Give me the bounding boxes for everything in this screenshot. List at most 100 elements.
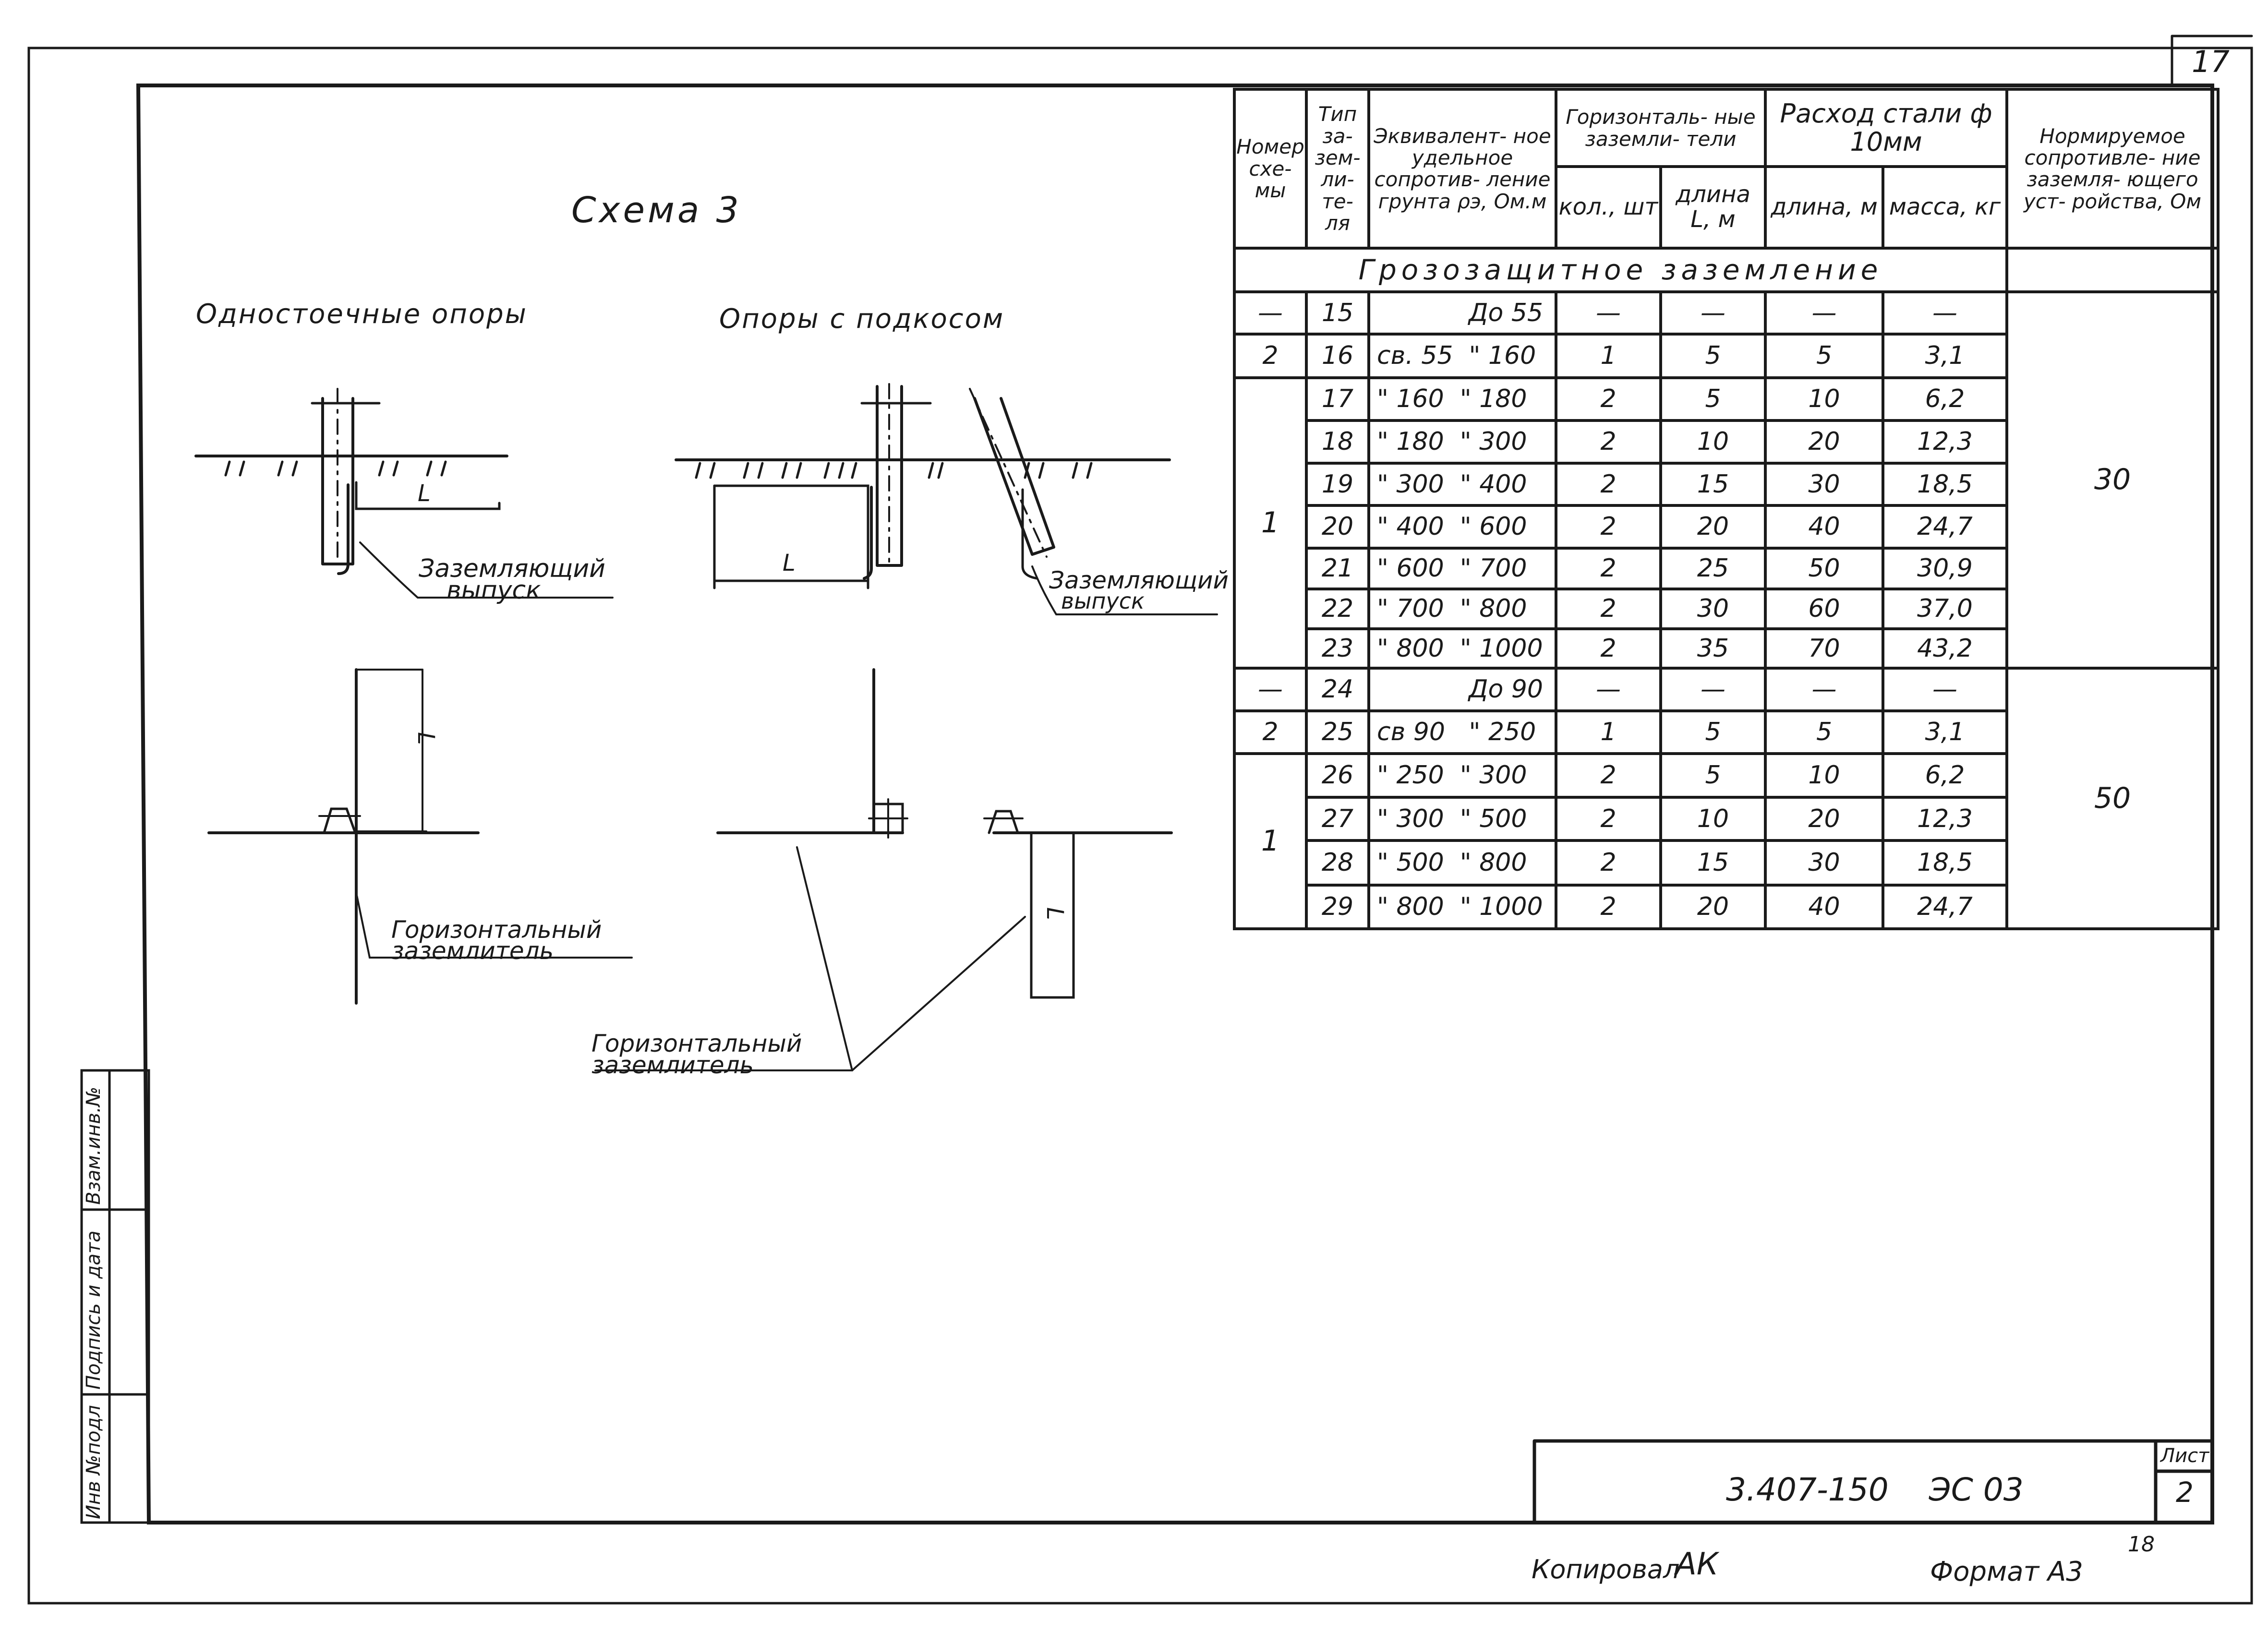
range-cell: " 800 " 1000 bbox=[1367, 884, 1557, 930]
range-cell: " 800 " 1000 bbox=[1367, 627, 1557, 670]
length-cell: 5 bbox=[1659, 333, 1767, 380]
range-cell: До 55 bbox=[1367, 290, 1557, 336]
stamp-vzam: Взам.инв.№ bbox=[83, 1086, 105, 1205]
steel-mass-cell: 30,9 bbox=[1882, 547, 2008, 590]
qty-cell: 2 bbox=[1555, 839, 1662, 887]
header-length: длина L, м bbox=[1659, 165, 1767, 250]
length-cell: 25 bbox=[1659, 547, 1767, 590]
right-dim-label: L bbox=[783, 550, 796, 576]
qty-cell: — bbox=[1555, 667, 1662, 712]
qty-cell: 2 bbox=[1555, 752, 1662, 799]
left-dim-label: L bbox=[418, 480, 431, 507]
range-cell: св 90 " 250 bbox=[1367, 709, 1557, 755]
steel-length-cell: 20 bbox=[1764, 795, 1884, 842]
steel-length-cell: 40 bbox=[1764, 504, 1884, 550]
steel-mass-cell: — bbox=[1882, 667, 2008, 712]
steel-mass-cell: 37,0 bbox=[1882, 587, 2008, 630]
right-drawing-title: Опоры с подкосом bbox=[719, 303, 1005, 335]
page-number: 17 bbox=[2192, 44, 2230, 79]
section-title: Грозозащитное заземление bbox=[1233, 246, 2008, 293]
qty-cell: 2 bbox=[1555, 419, 1662, 465]
length-cell: — bbox=[1659, 290, 1767, 336]
steel-length-cell: 10 bbox=[1764, 376, 1884, 422]
header-steel-length: длина, м bbox=[1764, 165, 1884, 250]
steel-mass-cell: 12,3 bbox=[1882, 419, 2008, 465]
qty-cell: 2 bbox=[1555, 884, 1662, 930]
steel-length-cell: 70 bbox=[1764, 627, 1884, 670]
grounding-spec-table: Номер схе- мы Тип за- зем- ли- те- ля Эк… bbox=[1233, 87, 2220, 931]
header-steel-mass: масса, кг bbox=[1882, 165, 2008, 250]
left-plan-dim-label: L bbox=[412, 732, 439, 745]
type-cell: 22 bbox=[1305, 587, 1370, 630]
inner-frame bbox=[136, 84, 2214, 1524]
right-ground-label-line2: выпуск bbox=[1061, 588, 1145, 614]
qty-cell: 2 bbox=[1555, 587, 1662, 630]
scheme-cell: 2 bbox=[1233, 709, 1308, 755]
steel-mass-cell: 6,2 bbox=[1882, 376, 2008, 422]
steel-length-cell: 5 bbox=[1764, 709, 1884, 755]
scheme-cell: — bbox=[1233, 290, 1308, 336]
scheme-cell: 1 bbox=[1233, 376, 1308, 670]
range-cell: " 160 " 180 bbox=[1367, 376, 1557, 422]
steel-mass-cell: 18,5 bbox=[1882, 461, 2008, 507]
steel-mass-cell: 12,3 bbox=[1882, 795, 2008, 842]
sheet-number: 2 bbox=[2176, 1476, 2194, 1509]
right-plan bbox=[594, 668, 1173, 1071]
qty-cell: 1 bbox=[1555, 709, 1662, 755]
steel-length-cell: 10 bbox=[1764, 752, 1884, 799]
norm-resistance-cell: 30 bbox=[2005, 290, 2220, 670]
title-block-frame bbox=[1532, 1439, 2214, 1524]
length-cell: 10 bbox=[1659, 795, 1767, 842]
left-drawing-title: Одностоечные опоры bbox=[196, 299, 528, 330]
steel-mass-cell: 18,5 bbox=[1882, 839, 2008, 887]
type-cell: 19 bbox=[1305, 461, 1370, 507]
steel-mass-cell: 6,2 bbox=[1882, 752, 2008, 799]
type-cell: 28 bbox=[1305, 839, 1370, 887]
steel-length-cell: 20 bbox=[1764, 419, 1884, 465]
paper-format: Формат А3 bbox=[1930, 1556, 2083, 1587]
length-cell: 5 bbox=[1659, 709, 1767, 755]
qty-cell: 2 bbox=[1555, 795, 1662, 842]
qty-cell: — bbox=[1555, 290, 1662, 336]
qty-cell: 1 bbox=[1555, 333, 1662, 380]
page-number-box bbox=[2171, 35, 2253, 87]
type-cell: 29 bbox=[1305, 884, 1370, 930]
right-horiz-label-line1: Горизонтальный bbox=[591, 1030, 802, 1057]
range-cell: " 500 " 800 bbox=[1367, 839, 1557, 887]
type-cell: 25 bbox=[1305, 709, 1370, 755]
steel-length-cell: 60 bbox=[1764, 587, 1884, 630]
left-ground-label-line2: выпуск bbox=[446, 576, 541, 605]
outer-frame bbox=[27, 47, 2253, 1605]
length-cell: 30 bbox=[1659, 587, 1767, 630]
header-resistivity: Эквивалент- ное удельное сопротив- ление… bbox=[1367, 88, 1557, 250]
left-plan bbox=[207, 668, 633, 1005]
document-code: 3.407-150 ЭС 03 bbox=[1726, 1471, 2024, 1508]
right-horiz-label-line2: заземлитель bbox=[591, 1051, 754, 1079]
type-cell: 26 bbox=[1305, 752, 1370, 799]
page-small-number: 18 bbox=[2128, 1532, 2155, 1557]
steel-length-cell: 40 bbox=[1764, 884, 1884, 930]
qty-cell: 2 bbox=[1555, 547, 1662, 590]
steel-mass-cell: 3,1 bbox=[1882, 333, 2008, 380]
type-cell: 16 bbox=[1305, 333, 1370, 380]
header-scheme-no: Номер схе- мы bbox=[1233, 88, 1308, 250]
range-cell: До 90 bbox=[1367, 667, 1557, 712]
steel-length-cell: — bbox=[1764, 667, 1884, 712]
section-empty bbox=[2005, 246, 2220, 293]
steel-length-cell: — bbox=[1764, 290, 1884, 336]
steel-length-cell: 30 bbox=[1764, 461, 1884, 507]
steel-mass-cell: 24,7 bbox=[1882, 504, 2008, 550]
stamp-podpis: Подпись и дата bbox=[83, 1230, 105, 1390]
header-horizontal: Горизонталь- ные заземли- тели bbox=[1555, 87, 1767, 168]
copied-by-label: Копировал bbox=[1532, 1554, 1680, 1584]
left-horiz-label-line1: Горизонтальный bbox=[391, 916, 602, 944]
scheme-cell: 2 bbox=[1233, 333, 1308, 380]
range-cell: " 600 " 700 bbox=[1367, 547, 1557, 590]
right-plan-dim-label: L bbox=[1041, 907, 1068, 920]
type-cell: 15 bbox=[1305, 290, 1370, 336]
right-elevation bbox=[675, 383, 1218, 615]
qty-cell: 2 bbox=[1555, 627, 1662, 670]
length-cell: 20 bbox=[1659, 884, 1767, 930]
type-cell: 23 bbox=[1305, 627, 1370, 670]
